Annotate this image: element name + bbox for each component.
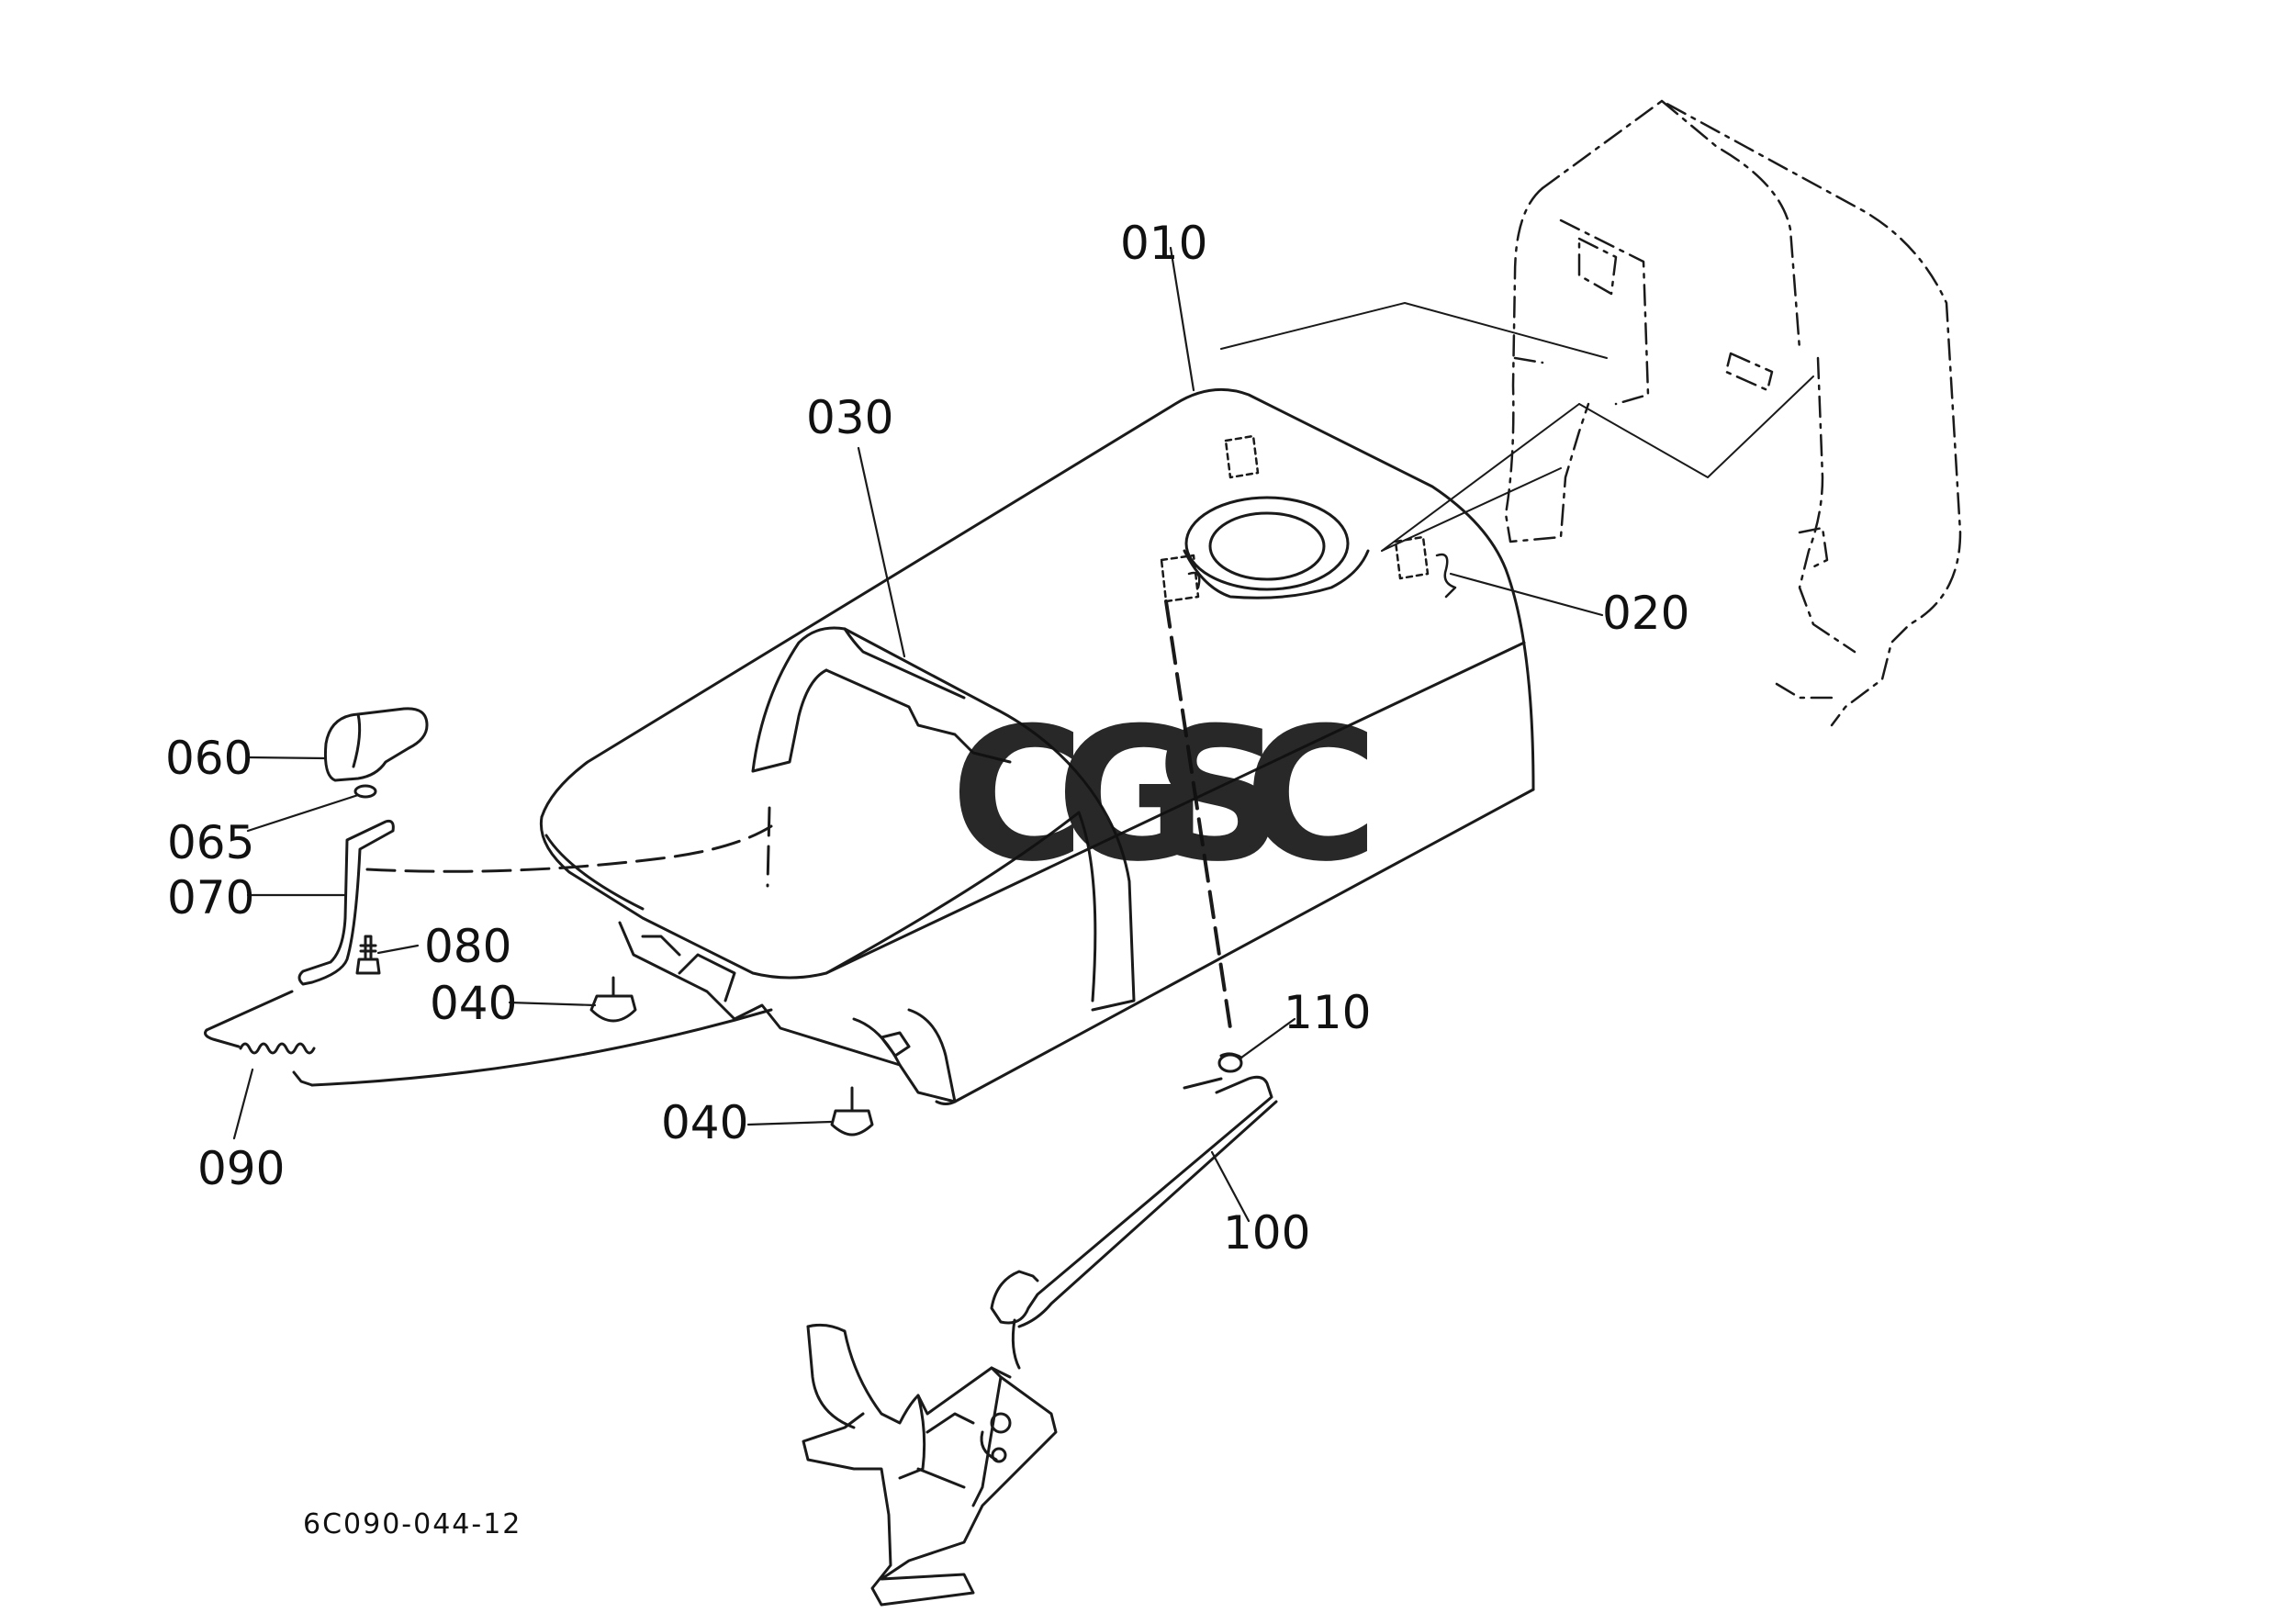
leader-040b (746, 1120, 833, 1126)
knob-060 (324, 707, 429, 782)
bolt-080 (355, 935, 381, 975)
bumper-040-lower (830, 1086, 874, 1137)
callout-110: 110 (1284, 986, 1371, 1039)
release-lever-070 (297, 820, 395, 986)
leader-020 (1449, 572, 1604, 617)
leader-lines (232, 246, 1604, 1223)
filler-opening (1183, 496, 1370, 599)
washer-065 (353, 784, 377, 799)
callout-040-lower: 040 (661, 1096, 748, 1149)
watermark-letter-1: C (950, 689, 1085, 902)
bumper-040-upper (589, 976, 637, 1023)
leader-100 (1210, 1150, 1251, 1223)
latch-pin-icon (1187, 553, 1457, 599)
leader-010 (1169, 246, 1195, 392)
callout-060: 060 (165, 732, 252, 785)
leader-080 (376, 944, 420, 955)
latch-brackets (1160, 434, 1430, 603)
leader-030 (857, 446, 906, 658)
clip-110 (1183, 1052, 1243, 1090)
drawing-number: 6C090-044-12 (303, 1508, 522, 1540)
watermark-letter-4: C (1244, 689, 1379, 902)
watermark-logo: C G S C (950, 689, 1379, 902)
callout-090: 090 (197, 1142, 285, 1195)
leader-060 (246, 756, 328, 760)
callout-065: 065 (167, 816, 254, 869)
callout-040-upper: 040 (430, 977, 517, 1030)
callout-100: 100 (1223, 1206, 1310, 1260)
callout-080: 080 (424, 920, 511, 973)
callout-070: 070 (167, 871, 254, 924)
rear-housing-phantom (1504, 99, 1962, 727)
spring-090 (204, 990, 773, 1087)
callout-010: 010 (1120, 217, 1207, 270)
watermark-letter-2: G (1056, 689, 1206, 902)
latch-cable-dashed (1164, 599, 1232, 1030)
release-rod-dashed (365, 806, 773, 888)
alignment-lines (1220, 302, 1814, 552)
leader-040a (508, 1001, 597, 1007)
hood-body (539, 387, 1535, 1105)
leader-090 (232, 1068, 254, 1140)
lower-support-bracket (802, 1323, 1058, 1607)
callout-020: 020 (1602, 587, 1689, 640)
rod-100 (990, 1075, 1278, 1370)
leader-110 (1239, 1017, 1296, 1059)
watermark-letter-3: S (1152, 689, 1284, 902)
leader-065 (246, 793, 360, 833)
callout-030: 030 (806, 391, 893, 444)
